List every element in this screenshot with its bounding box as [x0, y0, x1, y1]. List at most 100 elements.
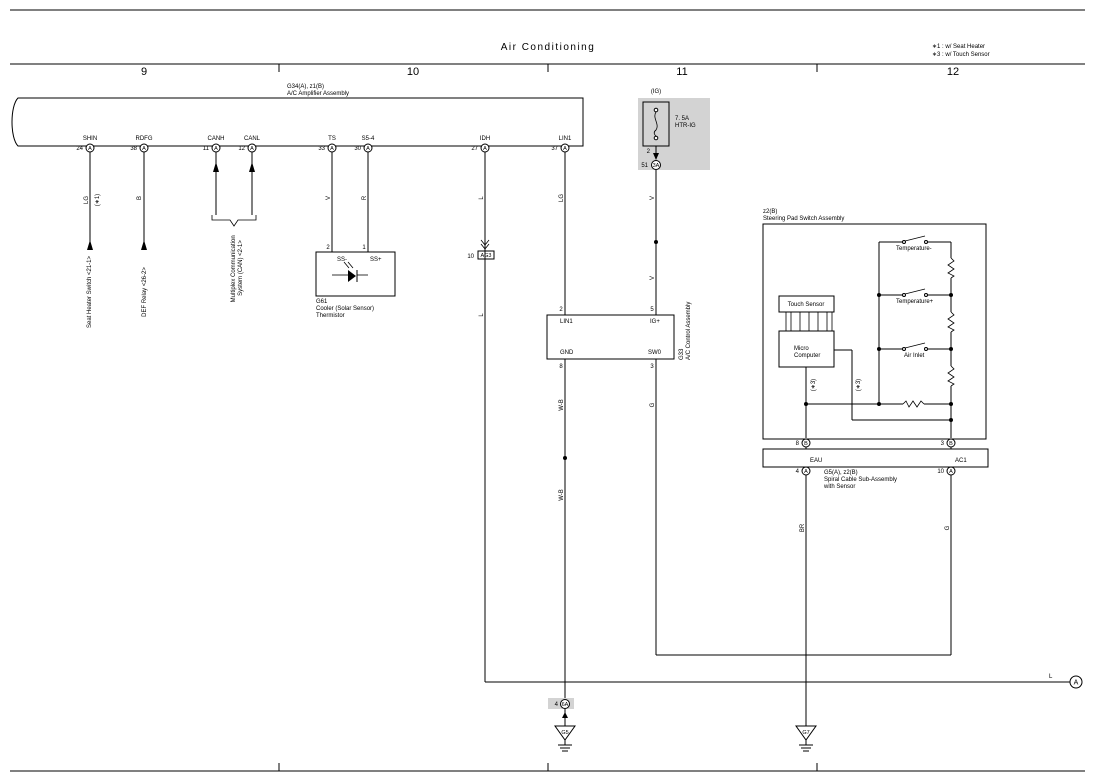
fuse-htr-ig: (IG) 7. 5A HTR-IG 2 3A 51 [638, 89, 710, 170]
svg-text:27: 27 [471, 146, 478, 152]
note-touch-sensor: ∗3 : w/ Touch Sensor [932, 52, 990, 58]
solar-sensor-name: G61 [316, 299, 328, 305]
svg-text:3: 3 [650, 364, 654, 370]
svg-text:G: G [945, 525, 951, 530]
touch-sensor-label: Touch Sensor [788, 302, 825, 308]
wire-shin: LG (∗1) [84, 152, 101, 250]
wire-solar-sensor: V R [326, 152, 369, 252]
svg-text:R: R [362, 195, 368, 200]
amplifier-name: G34(A), z1(B) [287, 84, 324, 90]
micro-computer-label: Micro Computer [794, 346, 820, 359]
svg-text:1: 1 [362, 245, 366, 251]
svg-text:SW0: SW0 [648, 350, 662, 356]
svg-text:10: 10 [937, 469, 944, 475]
switch-temperature-minus: Temperature- [896, 246, 932, 252]
pin-shin: A 24 [76, 143, 95, 153]
svg-text:G: G [650, 402, 656, 407]
terminal-lin1: LIN1 [559, 136, 572, 142]
terminal-canl: CANL [244, 136, 261, 142]
svg-text:LG: LG [84, 196, 90, 204]
spiral-cable-assembly: EAU AC1 A 4 A 10 G5(A), z2(B) Spiral Cab… [762, 447, 989, 490]
offpage-def-relay: DEF Relay <26-2> [142, 267, 148, 317]
control-desc: A/C Control Assembly [686, 302, 692, 360]
wire-bus-l: L [485, 674, 1070, 683]
svg-text:SS+: SS+ [370, 257, 382, 263]
svg-text:G5: G5 [561, 730, 568, 736]
svg-text:LIN1: LIN1 [560, 319, 573, 325]
svg-text:(IG): (IG) [651, 89, 661, 95]
svg-text:51: 51 [641, 163, 648, 169]
svg-text:A: A [142, 146, 146, 152]
switch-temperature-plus: Temperature+ [896, 299, 934, 305]
svg-text:(∗3): (∗3) [856, 379, 862, 391]
svg-text:(∗3): (∗3) [811, 379, 817, 391]
connector-a: A [1069, 675, 1083, 689]
svg-text:L: L [479, 313, 485, 317]
ground-g5: G5 [554, 725, 576, 752]
fuse-name: HTR-IG [675, 123, 696, 129]
svg-text:A: A [1074, 680, 1079, 687]
terminal-shin: SHIN [83, 136, 97, 142]
svg-text:38: 38 [130, 146, 137, 152]
page-title: Air Conditioning [501, 42, 596, 53]
svg-text:4: 4 [555, 702, 559, 708]
wire-can [211, 152, 257, 227]
wire-ig: V V [650, 170, 658, 315]
wire-eau: BR [800, 475, 807, 726]
pin-canl: A 12 [238, 143, 257, 153]
pin-lin1: A 37 [551, 143, 570, 153]
svg-text:10: 10 [467, 254, 474, 260]
pin-canh: A 11 [203, 143, 221, 153]
pin-idh: A 27 [471, 143, 490, 153]
svg-text:11: 11 [203, 146, 210, 152]
wire-ac1: G [945, 475, 952, 655]
svg-text:12: 12 [238, 146, 245, 152]
svg-text:A: A [88, 146, 92, 152]
svg-text:G7: G7 [802, 730, 809, 736]
terminal-ts: TS [328, 136, 336, 142]
terminal-canh: CANH [207, 136, 224, 142]
svg-text:B: B [949, 441, 953, 447]
svg-text:A: A [483, 146, 487, 152]
junction-ag3: AG3 10 [467, 250, 495, 260]
svg-text:37: 37 [551, 146, 558, 152]
switch-air-inlet: Air Inlet [904, 353, 925, 359]
terminal-s5-4: S5-4 [362, 136, 375, 142]
svg-text:W-B: W-B [559, 399, 565, 411]
offpage-multiplex-can: Multiplex Communication System (CAN) <2-… [231, 234, 244, 303]
svg-text:L: L [1049, 674, 1053, 680]
pin-s5-4: A 30 [354, 143, 373, 153]
column-number-9: 9 [141, 66, 147, 78]
steering-name: z2(B) [763, 209, 777, 215]
control-name: G33 [679, 348, 685, 360]
ground-g7: G7 [795, 725, 817, 752]
pin-rdfg: A 38 [130, 143, 149, 153]
svg-text:24: 24 [76, 146, 83, 152]
svg-text:AC1: AC1 [955, 458, 967, 464]
svg-text:V: V [326, 196, 332, 200]
column-number-11: 11 [676, 66, 687, 78]
svg-text:BR: BR [800, 523, 806, 532]
svg-text:8: 8 [559, 364, 563, 370]
svg-text:AG3: AG3 [480, 253, 491, 259]
wire-rdfg: B [137, 152, 147, 250]
svg-text:A: A [804, 469, 808, 475]
svg-text:IG+: IG+ [650, 319, 660, 325]
svg-text:4: 4 [796, 469, 800, 475]
solar-sensor-g61: 2 1 SS- SS+ G61 Cooler (Solar Sensor) Th… [315, 245, 396, 319]
column-number-10: 10 [407, 66, 419, 78]
ground-junction-6a: 6A 4 [548, 698, 574, 726]
svg-text:30: 30 [354, 146, 361, 152]
fuse-rating: 7. 5A [675, 116, 689, 122]
column-number-12: 12 [947, 66, 959, 78]
amplifier-desc: A/C Amplifier Assembly [287, 91, 349, 97]
pin-ts: A 33 [318, 143, 337, 153]
svg-text:A: A [250, 146, 254, 152]
svg-text:A: A [563, 146, 567, 152]
svg-text:8: 8 [796, 441, 800, 447]
svg-text:V: V [650, 276, 656, 280]
svg-text:2: 2 [559, 307, 563, 313]
svg-text:W-B: W-B [559, 489, 565, 501]
svg-text:6A: 6A [562, 702, 569, 708]
